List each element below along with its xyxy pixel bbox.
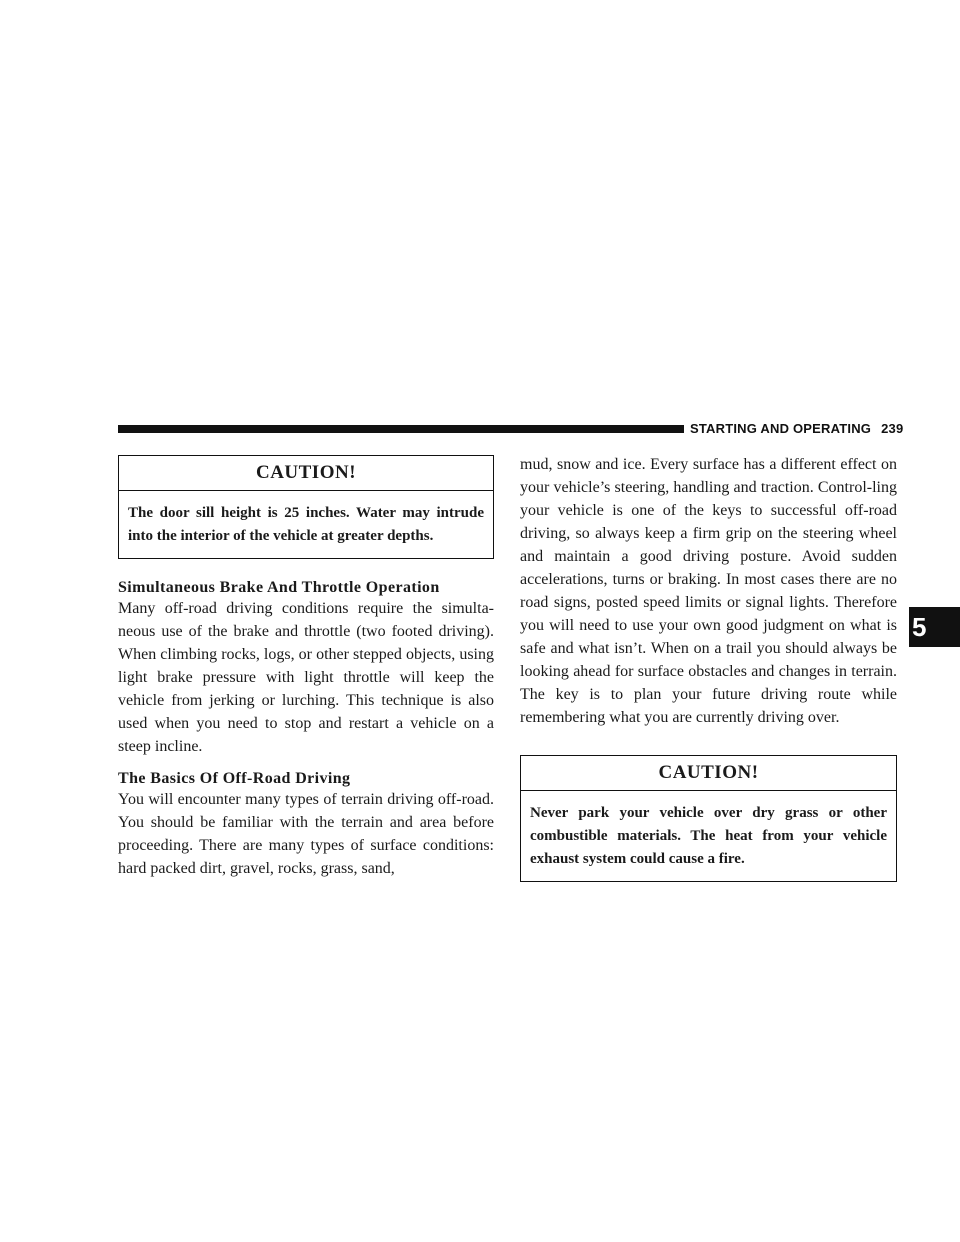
header-rule <box>118 425 684 433</box>
chapter-tab: 5 <box>909 607 960 647</box>
paragraph: You will encounter many types of terrain… <box>118 791 494 877</box>
caution-text: The door sill height is 25 inches. Water… <box>128 505 484 544</box>
caution-box: CAUTION! The door sill height is 25 inch… <box>118 455 494 559</box>
section-title: STARTING AND OPERATING <box>690 421 872 436</box>
left-column: CAUTION! The door sill height is 25 inch… <box>118 455 494 880</box>
page-number: 239 <box>881 421 904 436</box>
section-heading: Simultaneous Brake And Throttle Operatio… <box>118 579 440 596</box>
caution-title: CAUTION! <box>119 456 493 491</box>
running-header: STARTING AND OPERATING 239 <box>690 421 903 436</box>
right-column: mud, snow and ice. Every surface has a d… <box>520 453 897 882</box>
paragraph: Many off-road driving conditions require… <box>118 600 494 755</box>
caution-box: CAUTION! Never park your vehicle over dr… <box>520 755 897 882</box>
caution-text: Never park your vehicle over dry grass o… <box>530 805 887 867</box>
caution-title: CAUTION! <box>521 756 896 791</box>
paragraph: mud, snow and ice. Every surface has a d… <box>520 456 897 726</box>
section-heading: The Basics Of Off-Road Driving <box>118 770 351 787</box>
